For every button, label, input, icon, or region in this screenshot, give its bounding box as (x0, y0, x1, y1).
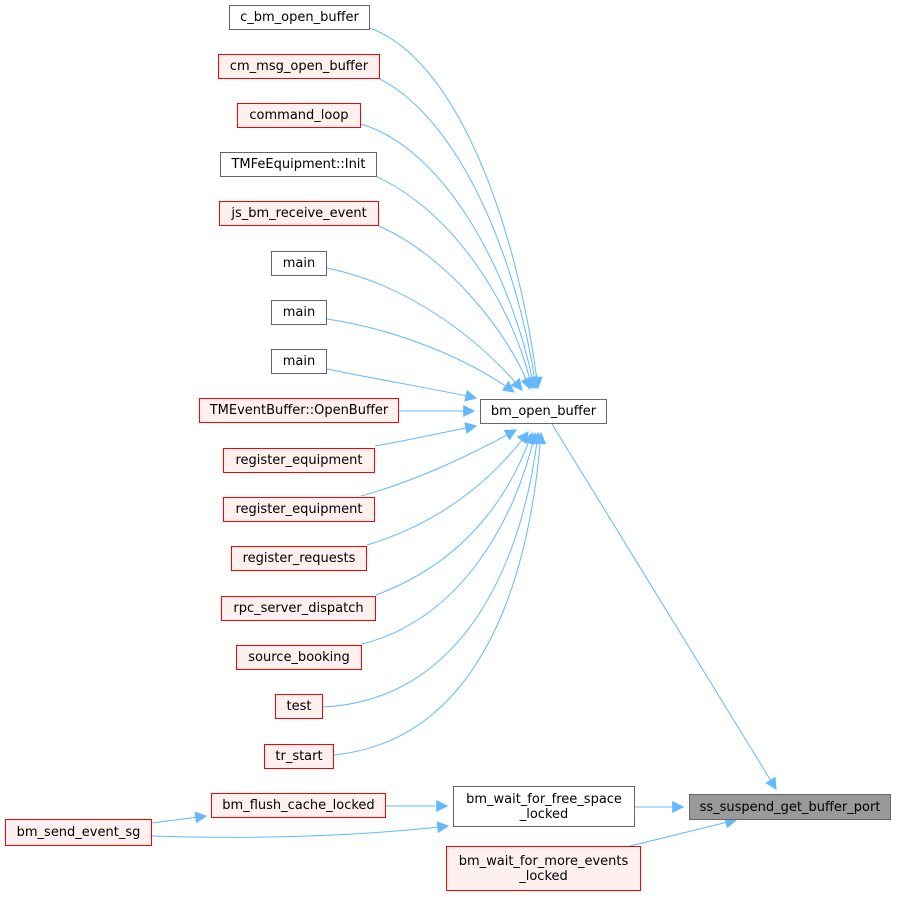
call-edge (361, 431, 539, 645)
function-node-bm-send-event-sg[interactable]: bm_send_event_sg (5, 819, 152, 846)
function-node-main3[interactable]: main (271, 349, 327, 374)
function-node-bm-wait-for-more-events-locked[interactable]: bm_wait_for_more_events_locked (446, 846, 641, 891)
function-node-main2[interactable]: main (271, 300, 327, 325)
call-edge (360, 429, 518, 497)
function-node-label: c_bm_open_buffer (240, 10, 359, 25)
function-node-label: tr_start (275, 749, 323, 764)
call-edge (326, 318, 515, 393)
function-node-command-loop[interactable]: command_loop (237, 103, 361, 128)
function-node-label: register_equipment (235, 502, 363, 517)
function-node-rpc-server-dispatch[interactable]: rpc_server_dispatch (221, 596, 376, 621)
function-node-tmeventbuffer-openbuffer[interactable]: TMEventBuffer::OpenBuffer (199, 398, 399, 423)
function-node-label: test (286, 699, 312, 714)
call-edge (326, 267, 523, 391)
call-edge (322, 431, 543, 708)
call-edge (621, 816, 738, 849)
function-node-ss-suspend-get-buffer-port: ss_suspend_get_buffer_port (689, 794, 891, 820)
function-node-label: main (282, 256, 316, 271)
call-edge (551, 423, 777, 791)
call-edge (366, 431, 529, 546)
function-node-bm-wait-for-free-space-locked[interactable]: bm_wait_for_free_space_locked (453, 786, 635, 827)
function-node-register-equipment1[interactable]: register_equipment (223, 448, 375, 473)
function-node-label: bm_wait_for_more_events (458, 853, 629, 869)
function-node-tmfe-init[interactable]: TMFeEquipment::Init (220, 152, 377, 177)
call-edge (333, 431, 547, 756)
function-node-label: command_loop (249, 108, 349, 123)
function-node-label: source_booking (248, 650, 350, 665)
function-node-label: TMFeEquipment::Init (231, 157, 366, 172)
call-edge (379, 78, 541, 390)
function-node-js-bm-receive-event[interactable]: js_bm_receive_event (219, 201, 379, 226)
call-edge (360, 123, 538, 390)
function-node-label: ss_suspend_get_buffer_port (699, 799, 881, 815)
function-node-cm-msg-open-buffer[interactable]: cm_msg_open_buffer (218, 54, 380, 79)
call-edge (376, 176, 536, 390)
function-node-label: register_requests (242, 551, 356, 566)
call-edge (151, 821, 450, 838)
function-node-label: _locked (519, 806, 569, 822)
function-node-register-equipment2[interactable]: register_equipment (223, 497, 375, 522)
call-edge (375, 431, 535, 596)
function-node-label: bm_wait_for_free_space (466, 791, 622, 807)
function-node-test[interactable]: test (275, 694, 323, 719)
function-node-tr-start[interactable]: tr_start (264, 744, 334, 769)
function-node-c-bm-open-buffer[interactable]: c_bm_open_buffer (229, 5, 370, 30)
function-node-label: main (282, 305, 316, 320)
function-node-label: register_equipment (235, 453, 363, 468)
call-edge (374, 422, 478, 447)
function-node-label: bm_send_event_sg (16, 825, 141, 840)
function-node-label: rpc_server_dispatch (233, 601, 364, 616)
call-edge (369, 27, 543, 390)
function-node-label: js_bm_receive_event (231, 206, 367, 221)
call-edge (151, 811, 208, 824)
function-node-bm-flush-cache-locked[interactable]: bm_flush_cache_locked (211, 793, 386, 818)
function-node-label: _locked (519, 868, 568, 884)
function-node-main1[interactable]: main (271, 251, 327, 276)
call-edge (326, 368, 478, 402)
function-node-label: TMEventBuffer::OpenBuffer (209, 403, 389, 418)
function-node-label: cm_msg_open_buffer (229, 59, 369, 74)
function-node-label: main (282, 354, 316, 369)
function-node-label: bm_flush_cache_locked (222, 798, 375, 813)
function-node-label: bm_open_buffer (490, 404, 597, 419)
call-edge (378, 225, 532, 391)
function-node-register-requests[interactable]: register_requests (231, 546, 367, 571)
function-node-bm-open-buffer[interactable]: bm_open_buffer (480, 399, 607, 424)
function-node-source-booking[interactable]: source_booking (236, 645, 362, 670)
